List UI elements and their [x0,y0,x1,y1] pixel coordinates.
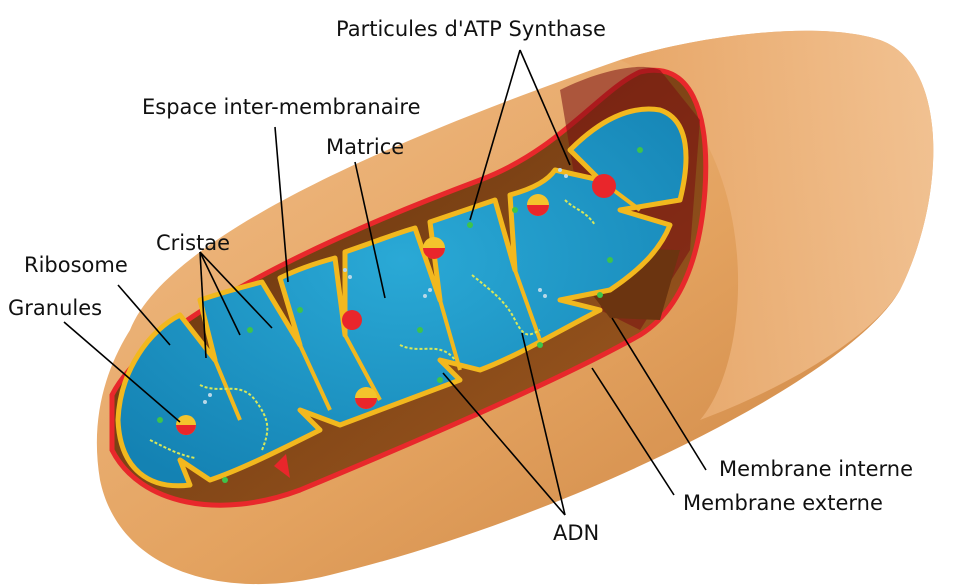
label-ribosome: Ribosome [24,253,128,277]
label-inner-membrane: Membrane interne [719,457,913,481]
label-dna: ADN [553,521,599,545]
label-matrix: Matrice [326,135,404,159]
label-atp-synthase: Particules d'ATP Synthase [336,17,606,41]
label-intermembrane-space: Espace inter-membranaire [142,95,421,119]
label-granules: Granules [8,296,102,320]
label-cristae: Cristae [156,231,230,255]
label-outer-membrane: Membrane externe [683,491,883,515]
